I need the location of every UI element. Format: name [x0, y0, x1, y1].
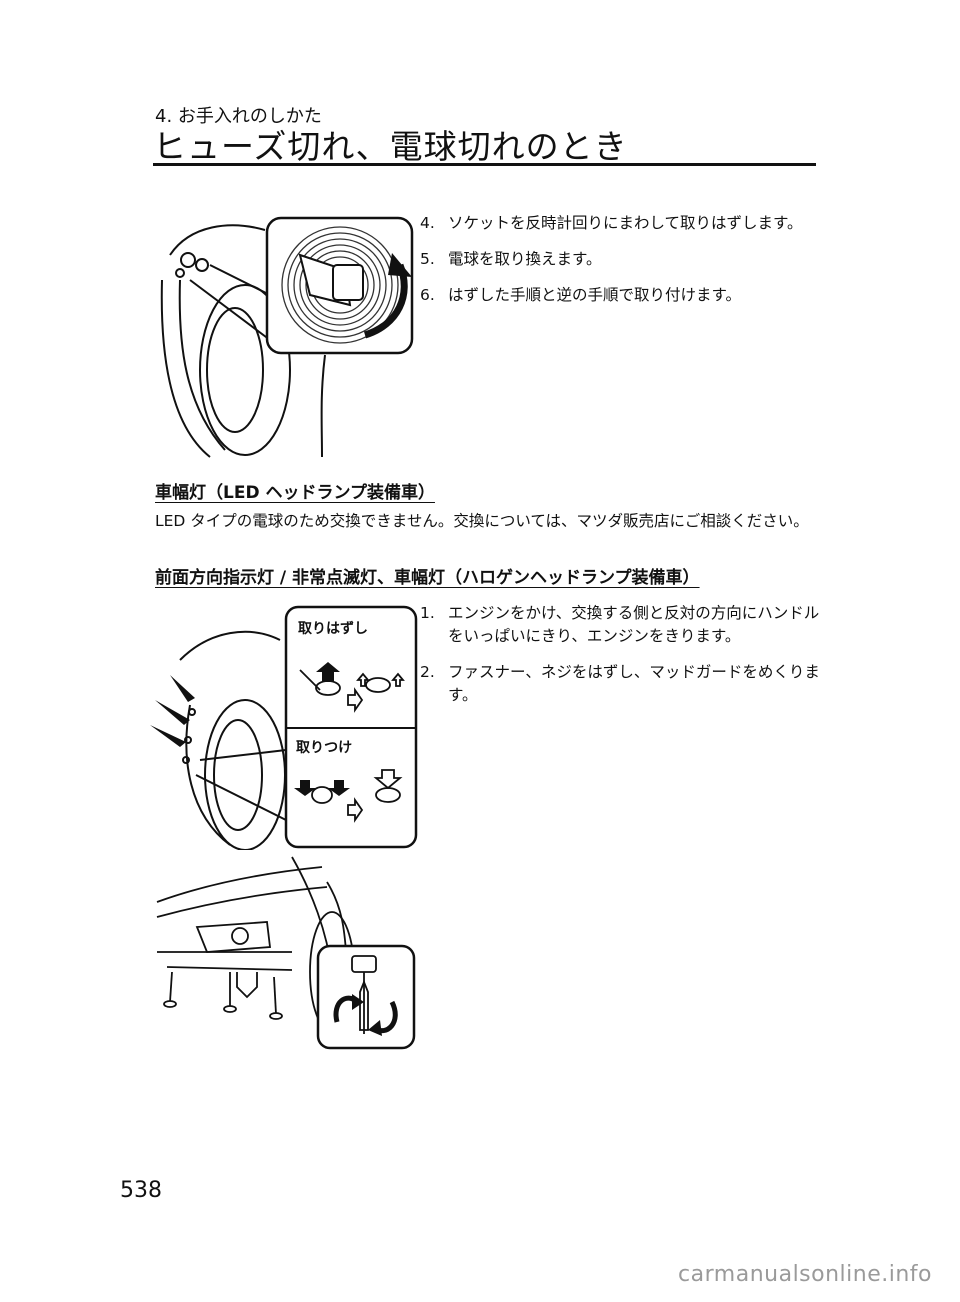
list-item: 1. エンジンをかけ、交換する側と反対の方向にハンドルをいっぱいにきり、エンジンを… — [420, 602, 820, 648]
section-heading-front: 前面方向指示灯 / 非常点滅灯、車幅灯（ハロゲンヘッドランプ装備車） — [155, 568, 700, 588]
step-number: 6. — [420, 286, 435, 304]
list-item: 5. 電球を取り換えます。 — [420, 248, 820, 271]
step-number: 2. — [420, 663, 435, 681]
page-number: 538 — [120, 1178, 162, 1203]
step-list-top: 4. ソケットを反時計回りにまわして取りはずします。 5. 電球を取り換えます。 6… — [420, 212, 820, 320]
mudguard-screw-illustration — [156, 856, 416, 1050]
label-remove: 取りはずし — [298, 621, 368, 637]
chapter-label: 4. お手入れのしかた — [155, 106, 322, 127]
step-number: 1. — [420, 604, 435, 622]
section-body-led: LED タイプの電球のため交換できません。交換については、マツダ販売店にご相談く… — [155, 512, 809, 530]
watermark: carmanualsonline.info — [678, 1262, 932, 1287]
step-number: 5. — [420, 250, 435, 268]
step-text: 電球を取り換えます。 — [448, 250, 602, 268]
step-text: エンジンをかけ、交換する側と反対の方向にハンドルをいっぱいにきり、エンジンをきり… — [448, 604, 820, 645]
step-number: 4. — [420, 214, 435, 232]
step-text: ソケットを反時計回りにまわして取りはずします。 — [448, 214, 803, 232]
step-text: はずした手順と逆の手順で取り付けます。 — [448, 286, 741, 304]
step-list-front: 1. エンジンをかけ、交換する側と反対の方向にハンドルをいっぱいにきり、エンジンを… — [420, 602, 820, 720]
list-item: 6. はずした手順と逆の手順で取り付けます。 — [420, 284, 820, 307]
title-divider — [153, 163, 816, 166]
label-install: 取りつけ — [296, 740, 353, 756]
socket-removal-illustration — [160, 216, 414, 458]
list-item: 4. ソケットを反時計回りにまわして取りはずします。 — [420, 212, 820, 235]
fender-clip-illustration — [150, 605, 418, 850]
page-title: ヒューズ切れ、電球切れのとき — [153, 127, 628, 166]
section-heading-led: 車幅灯（LED ヘッドランプ装備車） — [155, 483, 435, 503]
step-text: ファスナー、ネジをはずし、マッドガードをめくります。 — [448, 663, 820, 704]
list-item: 2. ファスナー、ネジをはずし、マッドガードをめくります。 — [420, 661, 820, 707]
